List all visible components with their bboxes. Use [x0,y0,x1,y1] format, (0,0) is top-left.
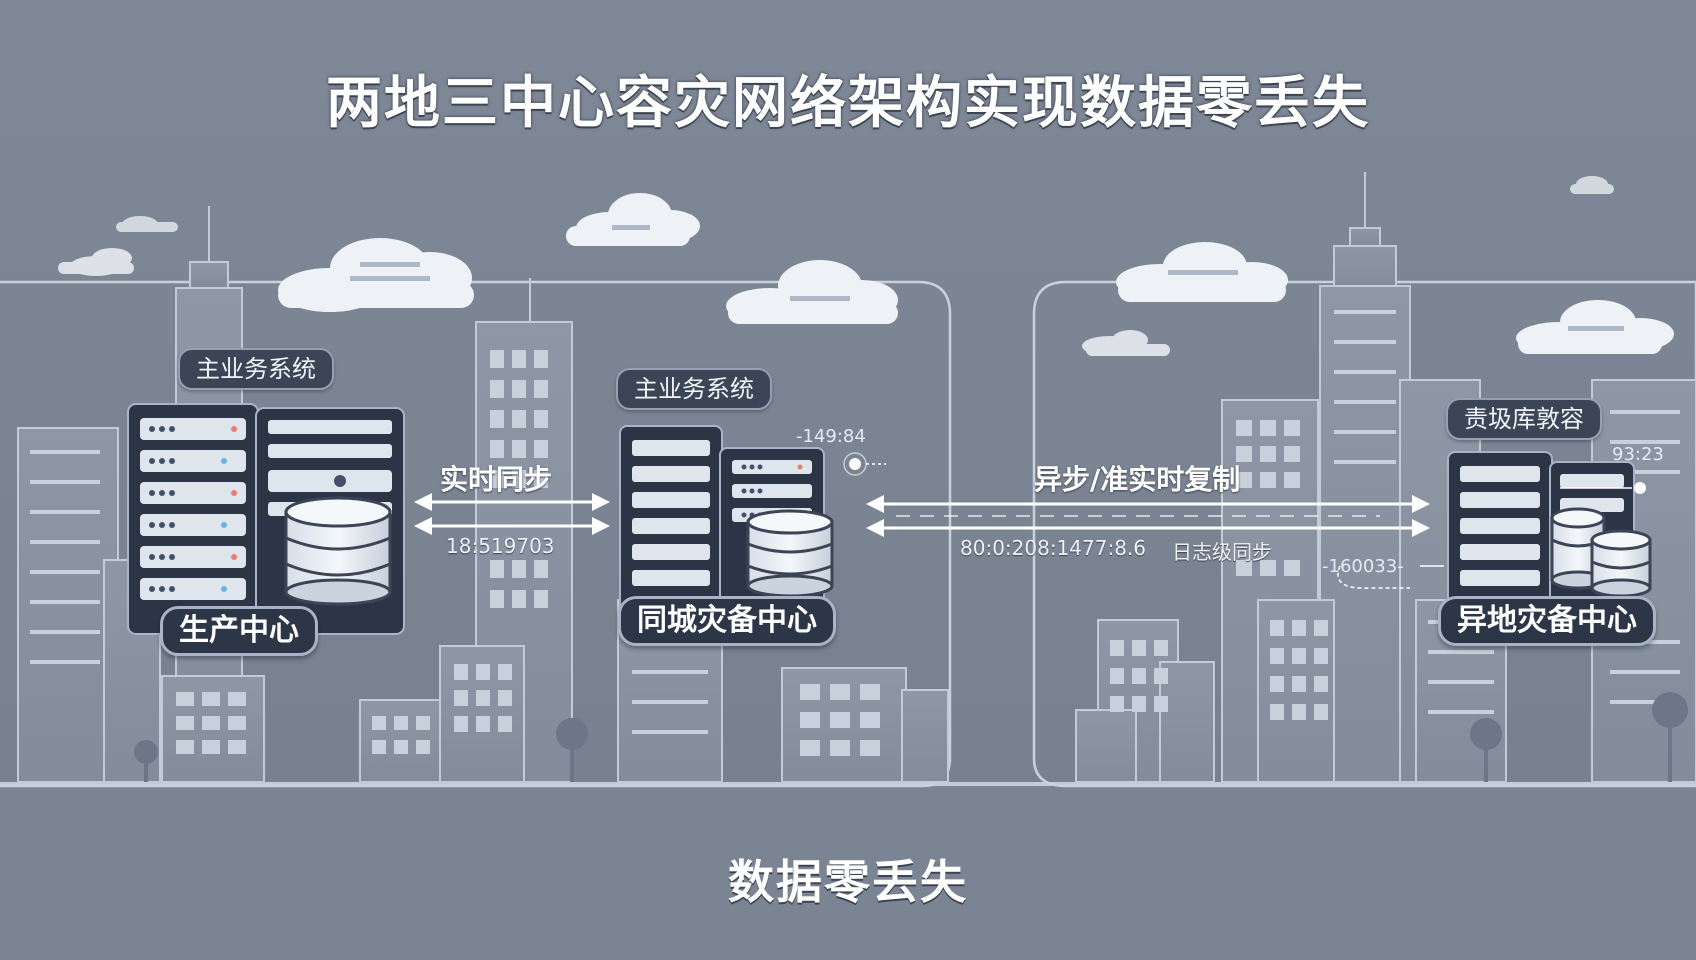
tree-icons [134,692,1688,782]
database-icon [746,509,834,598]
ground-line [0,782,1696,960]
page-title: 两地三中心容灾网络架构实现数据零丢失 [326,71,1370,136]
database-icon [284,496,392,606]
async-link-detail-suffix: 日志级同步 [1172,540,1272,564]
sync-link-label: 实时同步 [440,463,553,496]
footer-caption: 数据零丢失 [728,855,968,909]
remote-timestamp: 93:23 [1612,444,1664,465]
double-arrow-icon [866,495,1430,537]
remote-side-timestamp: -160033- [1322,556,1404,577]
zone-frames [0,280,1696,788]
production-center-label: 生产中心 [160,606,318,656]
double-arrow-icon [414,493,610,535]
window-grid-left [30,350,880,756]
sync-link-detail: 18:519703 [446,534,555,558]
remote-center-label: 异地灾备中心 [1438,596,1656,646]
remote-system-tag: 责圾库敦容 [1446,398,1602,440]
database-icon [1550,507,1652,598]
same-city-center-label: 同城灾备中心 [618,596,836,646]
node-ping-marker [843,452,886,476]
same-city-timestamp: -149:84 [796,426,866,447]
same-city-system-tag: 主业务系统 [616,368,772,410]
async-link-detail: 80:0:208:1477:8.6 [960,536,1147,560]
node-ping-marker [1337,482,1646,589]
production-system-tag: 主业务系统 [178,348,334,390]
cloud-icon [58,176,1674,356]
async-link-label: 异步/准实时复制 [1034,463,1241,496]
